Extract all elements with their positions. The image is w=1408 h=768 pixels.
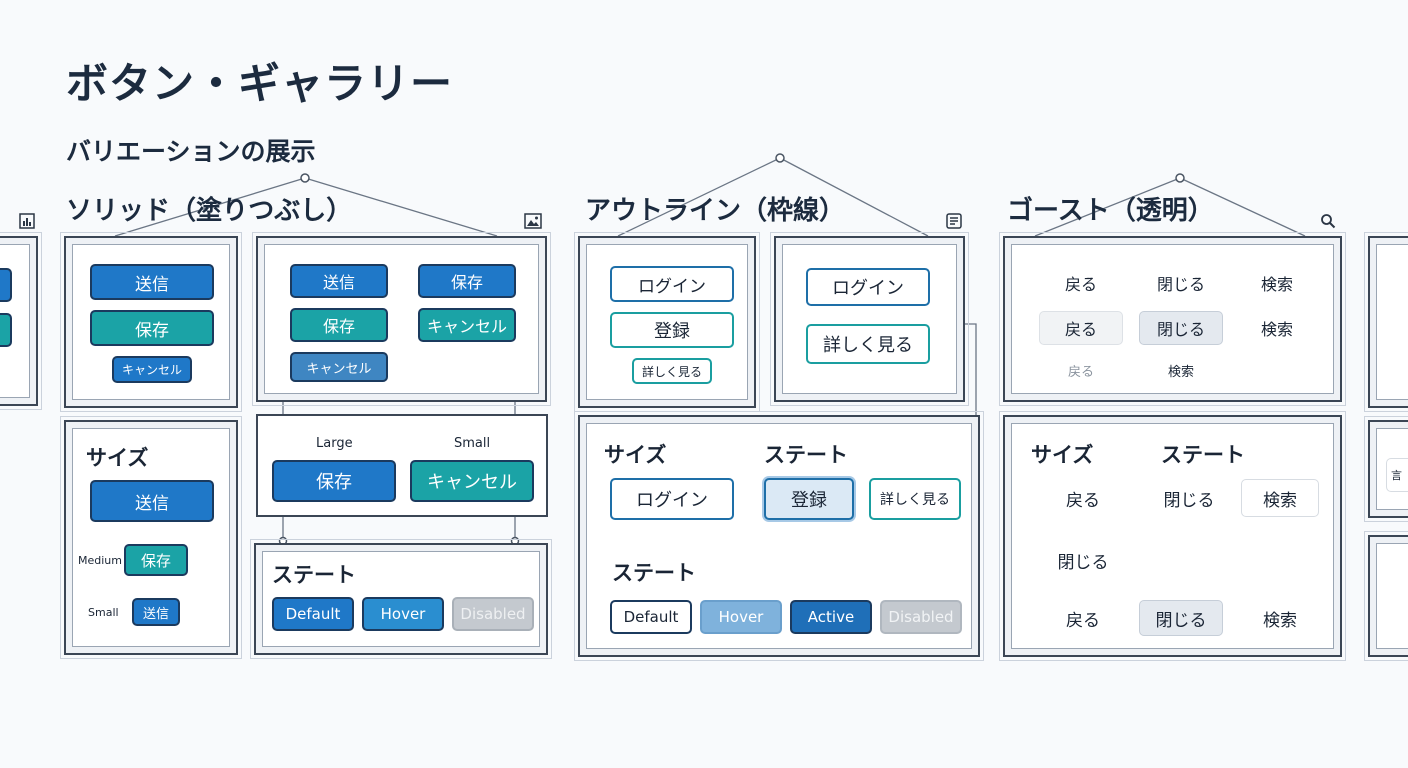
size-heading: サイズ bbox=[604, 443, 667, 467]
close-button[interactable]: 閉じる bbox=[1163, 490, 1215, 511]
ghost-panel-basic: 戻る 閉じる 検索 戻る 閉じる 検索 戻る 検索 bbox=[999, 232, 1346, 406]
back-button[interactable]: 戻る bbox=[1064, 275, 1097, 294]
login-button[interactable]: ログイン bbox=[610, 266, 734, 302]
outline-panel-sizes-states: サイズ ステート ログイン 登録 詳しく見る ステート Default Hove… bbox=[574, 411, 984, 661]
edge-panel-right-top bbox=[1364, 232, 1408, 412]
page-title: ボタン・ギャラリー bbox=[66, 59, 454, 108]
size-heading: サイズ bbox=[86, 446, 149, 470]
search-button[interactable]: 検索 bbox=[1263, 610, 1297, 631]
section-title-ghost: ゴースト（透明） bbox=[1007, 196, 1214, 226]
default-button[interactable]: Default bbox=[610, 600, 692, 634]
active-button[interactable]: Active bbox=[790, 600, 872, 634]
send-button-small[interactable]: 送信 bbox=[132, 598, 180, 626]
bar-chart-icon bbox=[19, 213, 35, 229]
solid-panel-basic: 送信 保存 キャンセル bbox=[60, 232, 242, 412]
close-button[interactable]: 閉じる bbox=[1156, 275, 1205, 294]
state-heading: ステート bbox=[272, 563, 356, 587]
small-label: Small bbox=[88, 606, 119, 619]
disabled-button: Disabled bbox=[452, 597, 534, 631]
edge-button-blue[interactable] bbox=[0, 268, 12, 302]
send-button[interactable]: 送信 bbox=[290, 264, 388, 298]
close-button[interactable]: 閉じる bbox=[1057, 552, 1109, 573]
default-button[interactable]: Default bbox=[272, 597, 354, 631]
search-button[interactable]: 検索 bbox=[1260, 275, 1293, 294]
search-button[interactable]: 検索 bbox=[1260, 320, 1293, 339]
hover-button[interactable]: Hover bbox=[362, 597, 444, 631]
save-button[interactable]: 保存 bbox=[90, 310, 214, 346]
edge-panel-right-middle: 言 bbox=[1364, 416, 1408, 522]
state-heading: ステート bbox=[1161, 443, 1245, 467]
edge-panel-right-bottom bbox=[1364, 531, 1408, 661]
image-icon bbox=[524, 213, 542, 229]
cancel-button-large[interactable]: キャンセル bbox=[410, 460, 534, 502]
page-subtitle: バリエーションの展示 bbox=[66, 137, 316, 166]
section-title-outline: アウトライン（枠線） bbox=[585, 196, 846, 226]
ghost-panel-sizes-states: サイズ ステート 戻る 閉じる 検索 閉じる 戻る 閉じる 検索 bbox=[999, 411, 1346, 661]
login-button-large[interactable]: ログイン bbox=[610, 478, 734, 520]
send-button-large[interactable]: 送信 bbox=[90, 480, 214, 522]
small-label: Small bbox=[454, 436, 491, 451]
medium-label: Medium bbox=[78, 554, 122, 567]
search-button[interactable]: 検索 bbox=[1241, 479, 1319, 517]
disabled-button: Disabled bbox=[880, 600, 962, 634]
close-button-active[interactable]: 閉じる bbox=[1139, 600, 1223, 636]
solid-panel-states: ステート Default Hover Disabled bbox=[250, 539, 552, 659]
save-button-teal[interactable]: 保存 bbox=[290, 308, 388, 342]
edge-partial-button[interactable]: 言 bbox=[1386, 458, 1408, 492]
cancel-button-teal[interactable]: キャンセル bbox=[418, 308, 516, 342]
edge-button-teal[interactable] bbox=[0, 313, 12, 347]
solid-panel-variants: 送信 保存 保存 キャンセル キャンセル bbox=[252, 232, 551, 406]
details-button[interactable]: 詳しく見る bbox=[632, 358, 712, 384]
back-button-disabled: 戻る bbox=[1067, 364, 1094, 380]
document-icon bbox=[946, 213, 962, 229]
search-icon bbox=[1321, 214, 1336, 229]
state-heading-2: ステート bbox=[612, 561, 696, 585]
close-button-active[interactable]: 閉じる bbox=[1139, 311, 1223, 345]
back-button-hover[interactable]: 戻る bbox=[1039, 311, 1123, 345]
outline-panel-basic: ログイン 登録 詳しく見る bbox=[574, 232, 760, 412]
back-button[interactable]: 戻る bbox=[1066, 490, 1100, 511]
save-button-medium[interactable]: 保存 bbox=[124, 544, 188, 576]
cancel-button-small[interactable]: キャンセル bbox=[290, 352, 388, 382]
section-title-solid: ソリッド（塗りつぶし） bbox=[66, 196, 353, 226]
solid-panel-sizes: Large Small 保存 キャンセル bbox=[256, 414, 548, 517]
send-button[interactable]: 送信 bbox=[90, 264, 214, 300]
search-button-small[interactable]: 検索 bbox=[1167, 364, 1194, 380]
details-button-large[interactable]: 詳しく見る bbox=[806, 324, 930, 364]
save-button[interactable]: 保存 bbox=[418, 264, 516, 298]
login-button-large[interactable]: ログイン bbox=[806, 268, 930, 306]
register-button[interactable]: 登録 bbox=[610, 312, 734, 348]
back-button[interactable]: 戻る bbox=[1066, 610, 1100, 631]
size-heading: サイズ bbox=[1031, 443, 1094, 467]
edge-panel-left-top bbox=[0, 232, 42, 410]
cancel-button[interactable]: キャンセル bbox=[112, 356, 192, 383]
solid-panel-size-scale: サイズ 送信 Medium 保存 Small 送信 bbox=[60, 416, 242, 659]
large-label: Large bbox=[316, 436, 353, 451]
outline-panel-large: ログイン 詳しく見る bbox=[770, 232, 969, 406]
details-button[interactable]: 詳しく見る bbox=[869, 478, 961, 520]
hover-button[interactable]: Hover bbox=[700, 600, 782, 634]
state-heading: ステート bbox=[764, 443, 848, 467]
save-button-large[interactable]: 保存 bbox=[272, 460, 396, 502]
register-button-active[interactable]: 登録 bbox=[764, 478, 854, 520]
